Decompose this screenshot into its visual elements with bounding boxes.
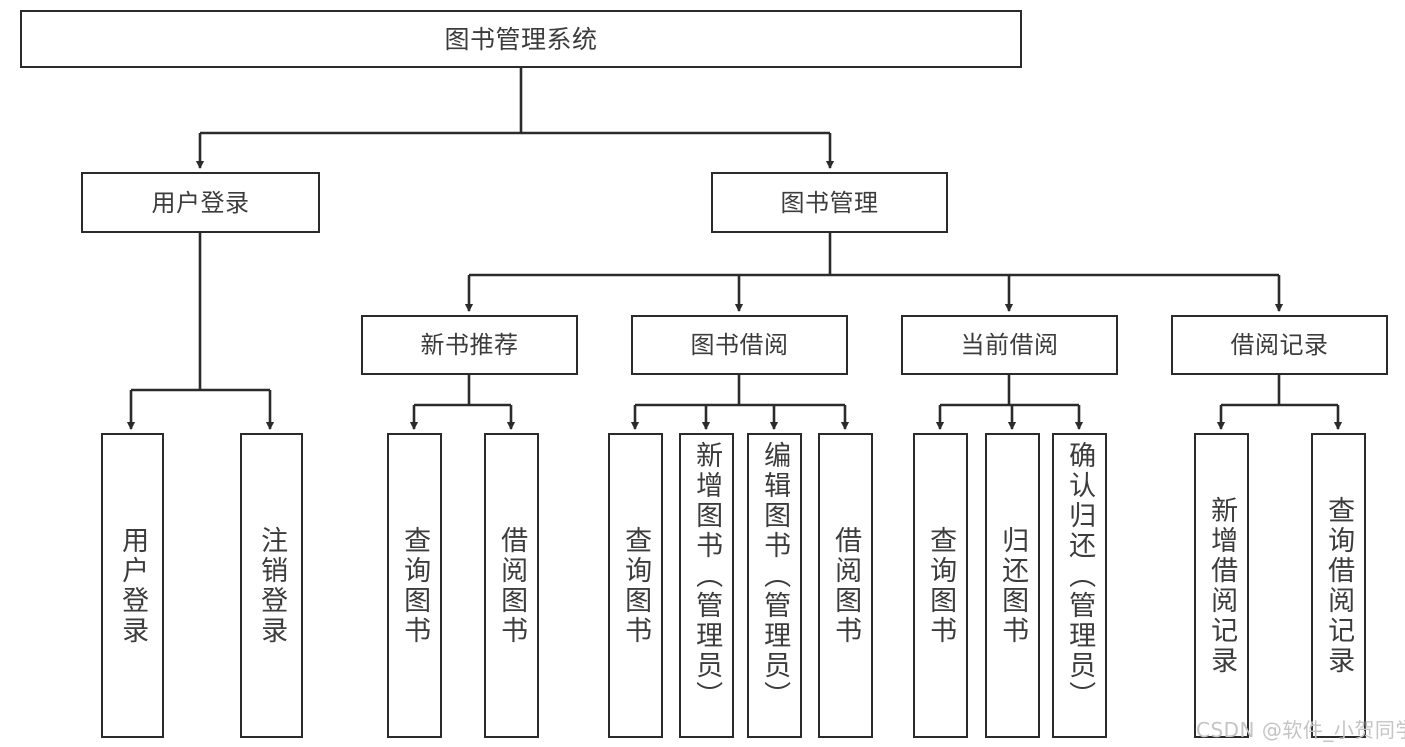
node-new-book-recommend[interactable]: 新书推荐: [361, 315, 578, 375]
node-book-manage-label: 图书管理: [780, 188, 879, 217]
node-leaf-query-book-current[interactable]: 查询图书: [913, 433, 968, 738]
node-leaf-borrow-book-rec-label: 借阅图书: [496, 525, 528, 646]
node-leaf-return-book[interactable]: 归还图书: [985, 433, 1040, 738]
node-root-label: 图书管理系统: [444, 24, 598, 54]
node-leaf-edit-book-admin-label: 编辑图书（管理员）: [759, 441, 791, 711]
node-current-borrow[interactable]: 当前借阅: [901, 315, 1118, 375]
node-leaf-add-borrow-record-label: 新增借阅记录: [1206, 495, 1238, 676]
node-leaf-query-book-borrow[interactable]: 查询图书: [608, 433, 663, 738]
watermark: CSDN @软件_小贺同学: [1196, 718, 1405, 742]
node-leaf-confirm-return-admin[interactable]: 确认归还（管理员）: [1052, 433, 1107, 738]
node-leaf-user-logout[interactable]: 注销登录: [240, 433, 303, 738]
node-leaf-query-book-borrow-label: 查询图书: [620, 525, 652, 646]
node-leaf-borrow-book[interactable]: 借阅图书: [818, 433, 873, 738]
node-book-borrow[interactable]: 图书借阅: [631, 315, 848, 375]
node-user-login[interactable]: 用户登录: [81, 172, 320, 233]
node-leaf-user-login[interactable]: 用户登录: [101, 433, 164, 738]
node-book-borrow-label: 图书借阅: [690, 331, 789, 359]
node-leaf-borrow-book-rec[interactable]: 借阅图书: [484, 433, 539, 738]
node-new-book-recommend-label: 新书推荐: [420, 331, 519, 359]
node-leaf-query-book-rec[interactable]: 查询图书: [387, 433, 442, 738]
node-leaf-borrow-book-label: 借阅图书: [830, 525, 862, 646]
node-leaf-query-book-rec-label: 查询图书: [399, 525, 431, 646]
node-root[interactable]: 图书管理系统: [20, 10, 1022, 68]
node-user-login-label: 用户登录: [151, 188, 250, 217]
node-borrow-record[interactable]: 借阅记录: [1171, 315, 1388, 375]
node-leaf-add-book-admin-label: 新增图书（管理员）: [691, 441, 723, 711]
node-leaf-query-borrow-record-label: 查询借阅记录: [1323, 495, 1355, 676]
node-leaf-return-book-label: 归还图书: [997, 525, 1029, 646]
node-leaf-user-login-label: 用户登录: [117, 525, 149, 646]
node-borrow-record-label: 借阅记录: [1230, 331, 1329, 359]
node-leaf-add-book-admin[interactable]: 新增图书（管理员）: [679, 433, 734, 738]
node-leaf-confirm-return-admin-label: 确认归还（管理员）: [1064, 441, 1096, 711]
node-current-borrow-label: 当前借阅: [960, 331, 1059, 359]
node-leaf-edit-book-admin[interactable]: 编辑图书（管理员）: [747, 433, 802, 738]
node-leaf-add-borrow-record[interactable]: 新增借阅记录: [1194, 433, 1249, 738]
node-book-manage[interactable]: 图书管理: [711, 172, 948, 233]
node-leaf-user-logout-label: 注销登录: [256, 525, 288, 646]
node-leaf-query-borrow-record[interactable]: 查询借阅记录: [1311, 433, 1366, 738]
node-leaf-query-book-current-label: 查询图书: [925, 525, 957, 646]
